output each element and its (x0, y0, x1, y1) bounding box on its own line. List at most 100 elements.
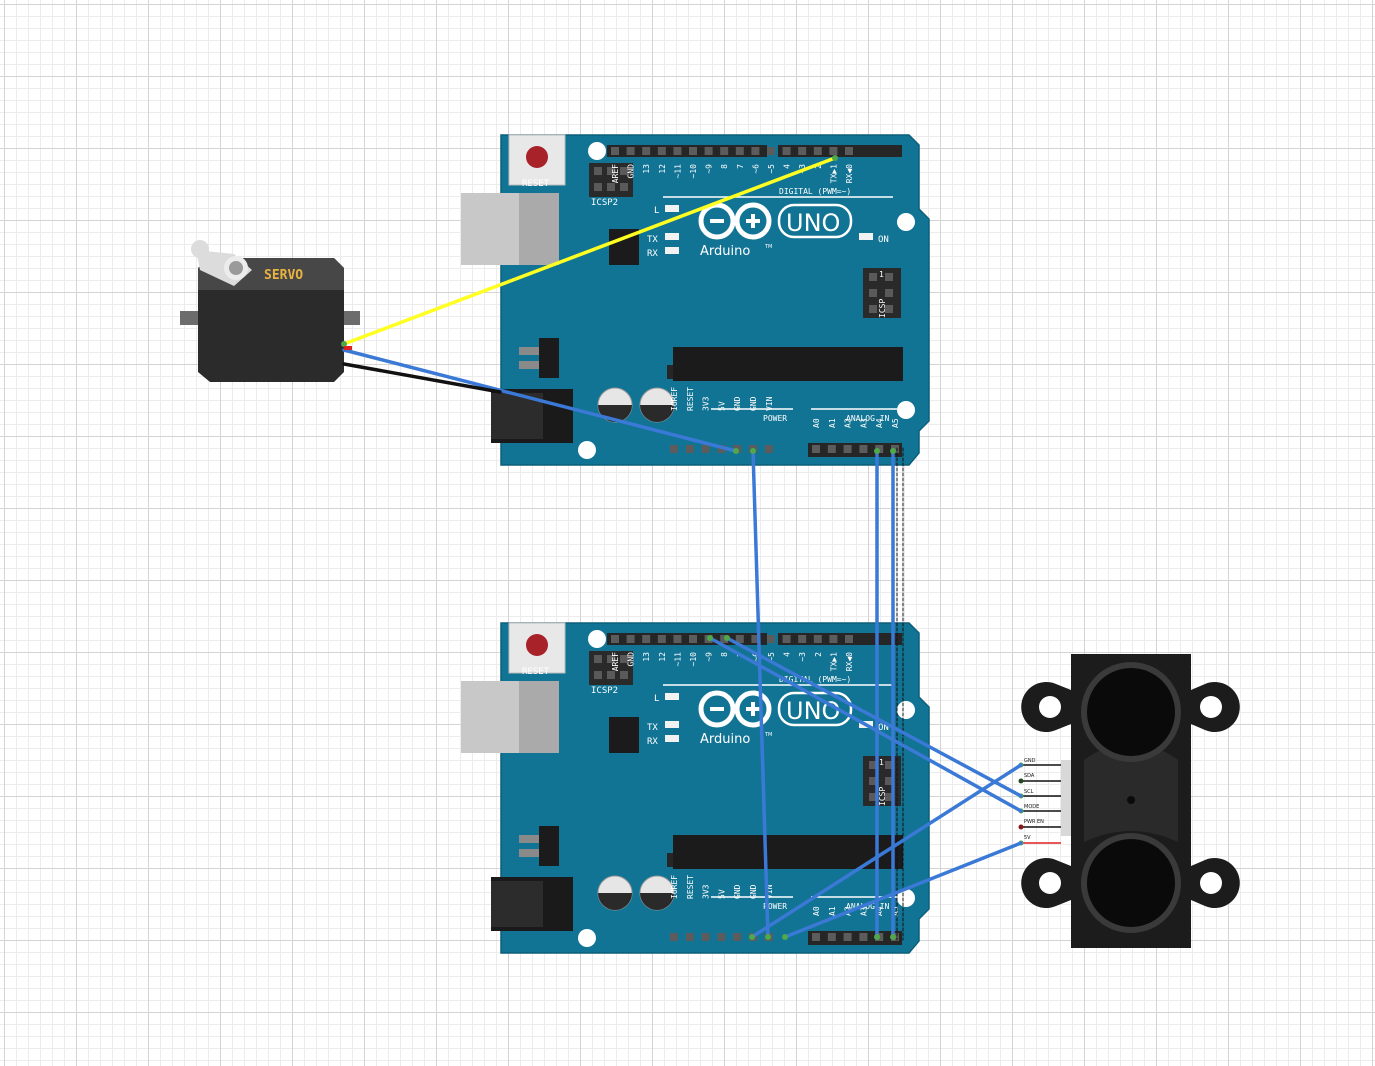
pin-label: A5 (891, 906, 900, 916)
digital-label: DIGITAL (PWM=~) (779, 187, 851, 196)
pin-label: A1 (828, 906, 837, 916)
pin-label: GND (749, 396, 758, 411)
pin-label: A3 (859, 906, 868, 916)
digital-label: DIGITAL (PWM=~) (779, 675, 851, 684)
header-pin (845, 635, 853, 643)
lidar-pin-scl: SCL (1024, 789, 1034, 795)
header-pin (751, 635, 760, 643)
pin-label: GND (733, 396, 742, 411)
pin-label: ~5 (767, 164, 776, 174)
pin-label: 5V (717, 889, 726, 899)
icsp2-label: ICSP2 (591, 198, 618, 208)
header-pin (642, 635, 651, 643)
header-pin (813, 147, 822, 155)
lidar-pin-5v: 5V (1024, 835, 1031, 841)
pin-label: 3V3 (702, 884, 711, 899)
header-pin (843, 445, 852, 453)
pin-label: ~6 (751, 652, 760, 662)
pin-label: RESET (686, 387, 695, 411)
wire-mode-a (708, 636, 1023, 813)
lidar-pin-gnd: GND (1024, 758, 1036, 764)
pin-label: ~9 (705, 652, 714, 662)
arduino-brand: Arduino (700, 244, 750, 259)
lidar-pin-sda: SDA (1024, 773, 1035, 779)
lidar-distance-sensor: GND SDA SCL MODE PWR EN 5V (1018, 654, 1240, 948)
pin-label: A4 (875, 906, 884, 916)
header-pin (782, 147, 791, 155)
header-pin (829, 147, 838, 155)
servo-motor: SERVO (180, 240, 360, 382)
header-pin (717, 933, 726, 941)
pin-label: ~3 (798, 652, 807, 662)
power-label: POWER (763, 902, 787, 911)
header-pin (733, 933, 742, 941)
header-pin (642, 147, 651, 155)
pin-label: A1 (828, 418, 837, 428)
power-label: POWER (763, 414, 787, 423)
header-pin (720, 147, 729, 155)
pin-label: 4 (783, 652, 792, 657)
pin-label: ~10 (689, 164, 698, 179)
header-pin (673, 635, 682, 643)
header-pin (657, 635, 666, 643)
header-pin (670, 445, 678, 453)
pin-label: 7 (736, 164, 745, 169)
pin-label: ~6 (751, 164, 760, 174)
header-pin (859, 445, 868, 453)
icsp-label: ICSP (878, 787, 887, 806)
pin-label: TX▶1 (829, 164, 838, 183)
header-pin (782, 635, 791, 643)
header-pin (704, 147, 713, 155)
pin-label: 8 (720, 652, 729, 657)
header-pin (859, 933, 868, 941)
arduino-brand: Arduino (700, 732, 750, 747)
analog-label: ANALOG IN (846, 414, 890, 423)
rx-led-label: RX (647, 249, 658, 259)
wire-servo-signal (342, 156, 837, 346)
pin-label: ~10 (689, 652, 698, 667)
header-pin (751, 147, 760, 155)
l-led-label: L (654, 206, 659, 216)
pin-label: 13 (642, 164, 651, 174)
header-pin (827, 445, 836, 453)
header-pin (798, 147, 807, 155)
pin-label: 5V (717, 401, 726, 411)
header-pin (735, 147, 744, 155)
lidar-pin-pwr-en: PWR EN (1024, 819, 1044, 825)
pin-label: A3 (859, 418, 868, 428)
on-led-label: ON (878, 235, 889, 245)
header-pin (611, 147, 619, 155)
trademark: TM (764, 244, 772, 250)
icsp-pin1-label: 1 (879, 758, 884, 767)
reset-label: RESET (522, 179, 550, 189)
header-pin (670, 933, 678, 941)
pin-label: 8 (720, 164, 729, 169)
wire-lidar-gnd (750, 763, 1023, 939)
wire-lidar-5v (783, 841, 1023, 939)
pin-label: TX▶1 (829, 652, 838, 671)
header-pin (812, 445, 820, 453)
pin-label: 12 (658, 652, 667, 662)
l-led-label: L (654, 694, 659, 704)
pin-label: AREF (611, 652, 620, 671)
pin-label: VIN (765, 396, 774, 411)
pin-label: RX◀0 (845, 652, 854, 671)
header-pin (611, 635, 619, 643)
reset-label: RESET (522, 667, 550, 677)
header-pin (764, 445, 773, 453)
wires (342, 156, 1023, 941)
header-pin (626, 147, 635, 155)
servo-red-lead (344, 346, 352, 350)
header-pin (812, 933, 820, 941)
pin-label: GND (627, 652, 636, 667)
wire-endpoints (341, 155, 896, 940)
header-pin (701, 445, 710, 453)
pin-label: 2 (814, 652, 823, 657)
pin-label: GND (733, 884, 742, 899)
pin-label: A5 (891, 418, 900, 428)
pin-label: ~11 (673, 164, 682, 179)
pin-label: ~9 (705, 164, 714, 174)
